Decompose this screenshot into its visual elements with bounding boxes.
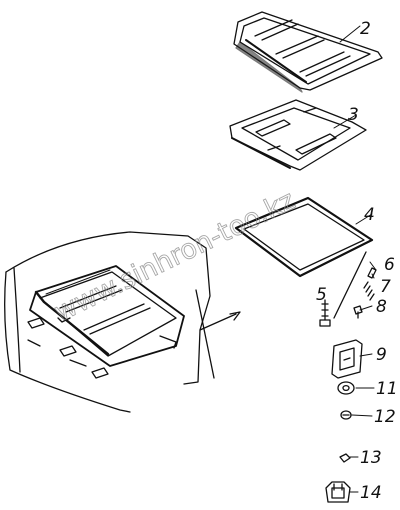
part-2-hatch-cover [233,11,383,93]
callout-5: 5 [316,285,327,305]
callout-9: 9 [376,345,387,365]
part-14-clip [325,481,351,503]
callout-11: 11 [376,379,398,399]
leader-lines [333,25,377,493]
callout-6: 6 [384,255,395,275]
part-9-bracket [331,339,363,379]
part-4-seal-frame [234,196,374,278]
cab-roof-assembly [4,231,241,413]
part-3-frame-plate [229,99,367,171]
watermark: www.sinhron-too.kz [49,185,299,328]
part-13-screw [339,453,351,463]
callout-13: 13 [360,448,382,468]
part-6-7-8-rod-spring [333,251,377,319]
callout-7: 7 [380,277,391,297]
part-5-bolt [319,299,331,327]
callout-14: 14 [360,483,382,503]
callout-3: 3 [348,105,359,125]
callout-labels: 2 3 4 5 6 7 8 9 11 12 13 14 [316,19,398,503]
part-12-washer [340,410,352,420]
callout-12: 12 [374,407,396,427]
callout-2: 2 [360,19,371,39]
part-11-nut [337,381,355,395]
callout-8: 8 [376,297,387,317]
callout-4: 4 [364,205,375,225]
